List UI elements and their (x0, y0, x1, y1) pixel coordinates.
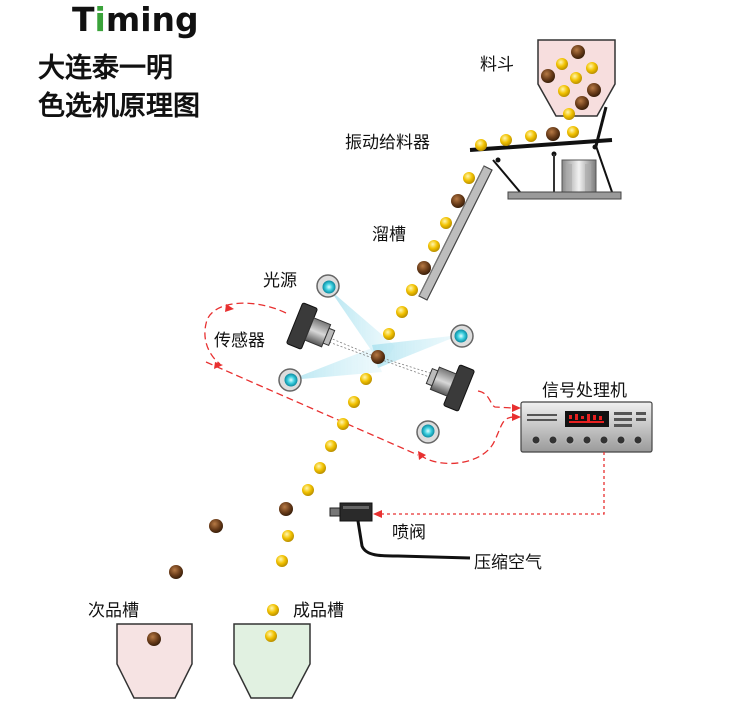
sensor-signal-lines (204, 302, 514, 465)
reject-bin (116, 623, 193, 699)
lamp-left (278, 368, 302, 392)
label-ejector: 喷阀 (392, 523, 426, 543)
label-vibratory-feeder: 振动给料器 (345, 133, 430, 153)
label-sensor: 传感器 (214, 331, 265, 351)
vibratory-feeder (469, 106, 622, 200)
camera-lower-right (425, 364, 475, 412)
brand-logo: Timing (72, 0, 199, 39)
signal-arrows (214, 304, 521, 460)
label-reject-bin: 次品槽 (88, 601, 139, 621)
label-accept-bin: 成品槽 (293, 601, 344, 621)
title-line-2: 色选机原理图 (38, 91, 200, 122)
ejector-control-line (373, 452, 605, 518)
lamp-bottom (416, 420, 440, 444)
title-line-1: 大连泰一明 (38, 53, 173, 84)
signal-processor-unit (520, 401, 653, 453)
lamp-right (450, 324, 474, 348)
label-compressed-air: 压缩空气 (474, 553, 542, 573)
chute (418, 165, 493, 301)
ejector-valve (329, 502, 471, 560)
grain-stream (147, 45, 601, 646)
label-signal-processor: 信号处理机 (542, 381, 627, 401)
lamp-top-left (316, 274, 340, 298)
label-light-source: 光源 (263, 271, 297, 291)
accept-bin (233, 623, 311, 699)
brand-logo-text: Timing (72, 0, 199, 39)
camera-upper-left (286, 302, 336, 350)
label-chute: 溜槽 (372, 225, 406, 245)
label-hopper: 料斗 (480, 55, 514, 75)
light-beams (290, 290, 460, 432)
